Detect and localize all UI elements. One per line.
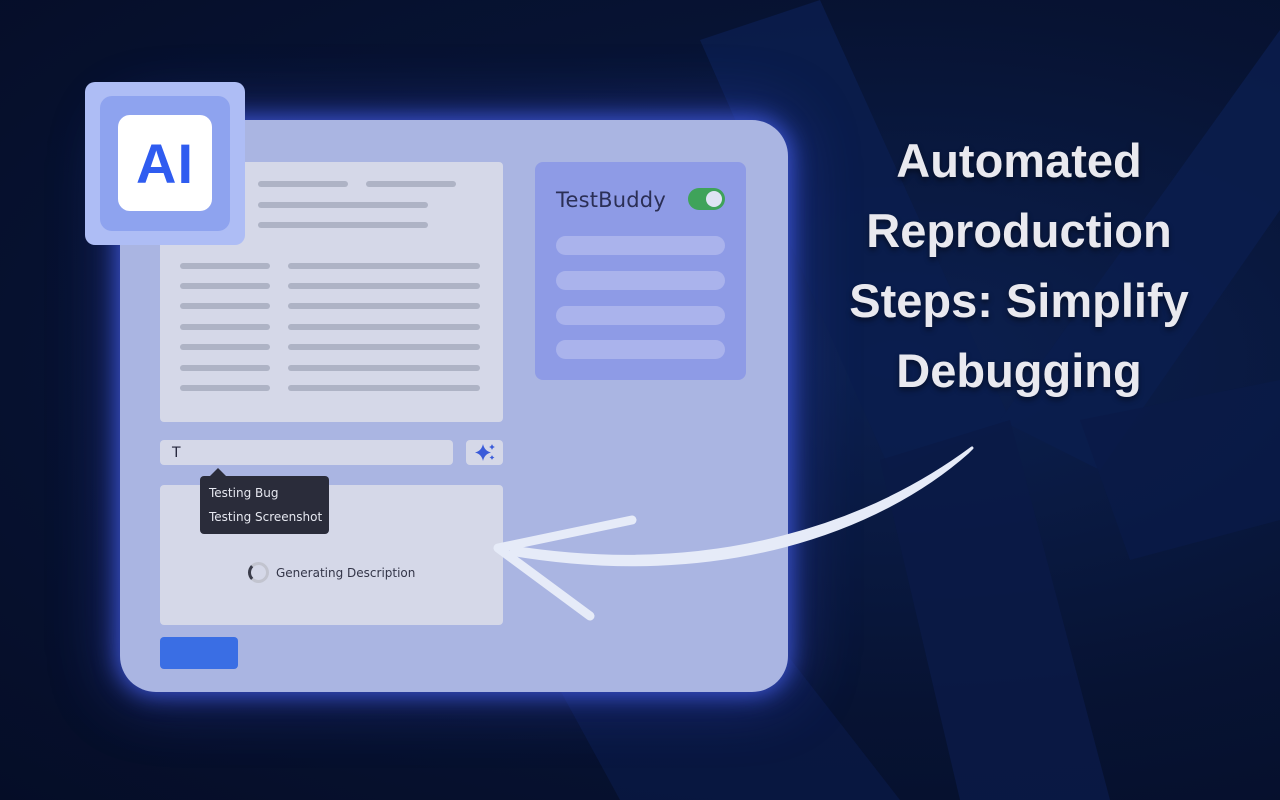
skeleton-line: [288, 385, 480, 391]
status-text: Generating Description: [276, 565, 416, 580]
headline: Automated Reproduction Steps: Simplify D…: [820, 126, 1218, 406]
ai-badge: AI: [85, 82, 245, 245]
skeleton-line: [288, 283, 480, 289]
generating-status: Generating Description: [248, 562, 415, 583]
widget-option-4[interactable]: [556, 340, 725, 359]
headline-line: Automated: [896, 134, 1142, 187]
headline-line: Reproduction: [866, 204, 1172, 257]
widget-title: TestBuddy: [556, 188, 666, 212]
skeleton-line: [288, 263, 480, 269]
content-card: [160, 162, 503, 422]
skeleton-line: [180, 365, 270, 371]
enable-toggle[interactable]: [688, 188, 725, 210]
submit-button[interactable]: [160, 637, 238, 669]
ai-badge-tile: AI: [118, 115, 212, 211]
skeleton-line: [180, 303, 270, 309]
skeleton-line: [258, 202, 428, 208]
suggestion-dropdown: Testing Bug Testing Screenshot: [200, 468, 329, 534]
ai-badge-frame: AI: [100, 96, 230, 231]
ai-generate-button[interactable]: [466, 440, 503, 465]
skeleton-line: [366, 181, 456, 187]
suggestion-item[interactable]: Testing Bug: [209, 486, 279, 500]
bug-title-value: T: [172, 445, 181, 461]
skeleton-line: [180, 283, 270, 289]
skeleton-line: [180, 263, 270, 269]
skeleton-line: [288, 324, 480, 330]
sparkle-icon: [475, 444, 495, 461]
widget-option-3[interactable]: [556, 306, 725, 325]
suggestion-item[interactable]: Testing Screenshot: [209, 510, 323, 524]
toggle-knob: [706, 191, 722, 207]
spinner-icon: [248, 562, 269, 583]
widget-option-1[interactable]: [556, 236, 725, 255]
skeleton-line: [180, 324, 270, 330]
ai-badge-label: AI: [136, 131, 194, 195]
widget-option-2[interactable]: [556, 271, 725, 290]
headline-line: Steps: Simplify: [849, 274, 1189, 327]
headline-line: Debugging: [896, 344, 1142, 397]
skeleton-line: [288, 365, 480, 371]
bug-title-input[interactable]: T: [160, 440, 453, 465]
skeleton-line: [288, 303, 480, 309]
testbuddy-widget: TestBuddy: [535, 162, 746, 380]
skeleton-line: [258, 181, 348, 187]
skeleton-line: [288, 344, 480, 350]
skeleton-line: [180, 385, 270, 391]
skeleton-line: [258, 222, 428, 228]
skeleton-line: [180, 344, 270, 350]
